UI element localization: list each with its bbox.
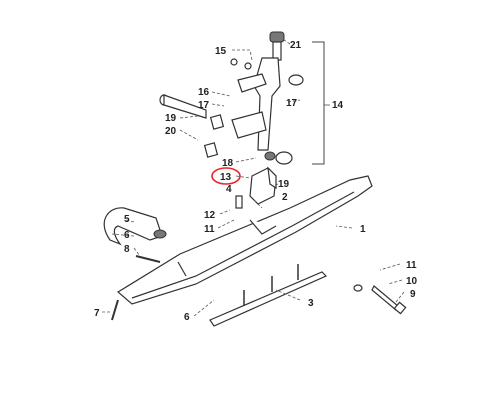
callout-10[interactable]: 10 — [406, 276, 418, 287]
callout-8[interactable]: 8 — [124, 244, 130, 255]
callout-16[interactable]: 16 — [198, 87, 210, 98]
callout-1[interactable]: 1 — [360, 224, 366, 235]
callout-7[interactable]: 7 — [94, 308, 100, 319]
callout-19[interactable]: 19 — [278, 179, 290, 190]
callout-14[interactable]: 14 — [332, 100, 344, 111]
callout-4[interactable]: 4 — [226, 184, 232, 195]
spindle-bolt-part — [353, 284, 407, 315]
callout-11[interactable]: 11 — [406, 260, 417, 271]
ski-handle-part — [103, 207, 167, 246]
callout-9[interactable]: 9 — [410, 289, 416, 300]
callout-6[interactable]: 6 — [124, 230, 130, 241]
callout-17[interactable]: 17 — [286, 98, 298, 109]
callout-20[interactable]: 20 — [165, 126, 177, 137]
wear-bar-part — [209, 264, 328, 327]
ski-block-part — [249, 166, 277, 205]
callout-15[interactable]: 15 — [215, 46, 227, 57]
callout-11[interactable]: 11 — [204, 224, 215, 235]
callout-21[interactable]: 21 — [290, 40, 302, 51]
ski-part — [116, 175, 373, 305]
pivot-bolt-part — [159, 94, 225, 158]
callout-5[interactable]: 5 — [124, 214, 130, 225]
highlight-ring — [211, 167, 241, 185]
callout-2[interactable]: 2 — [282, 192, 288, 203]
callout-17[interactable]: 17 — [198, 100, 210, 111]
callout-6[interactable]: 6 — [184, 312, 190, 323]
callout-12[interactable]: 12 — [204, 210, 216, 221]
callout-3[interactable]: 3 — [308, 298, 314, 309]
callout-18[interactable]: 18 — [222, 158, 234, 169]
callout-13[interactable]: 13 — [220, 172, 232, 183]
spindle-part — [230, 31, 304, 165]
callout-19[interactable]: 19 — [165, 113, 177, 124]
